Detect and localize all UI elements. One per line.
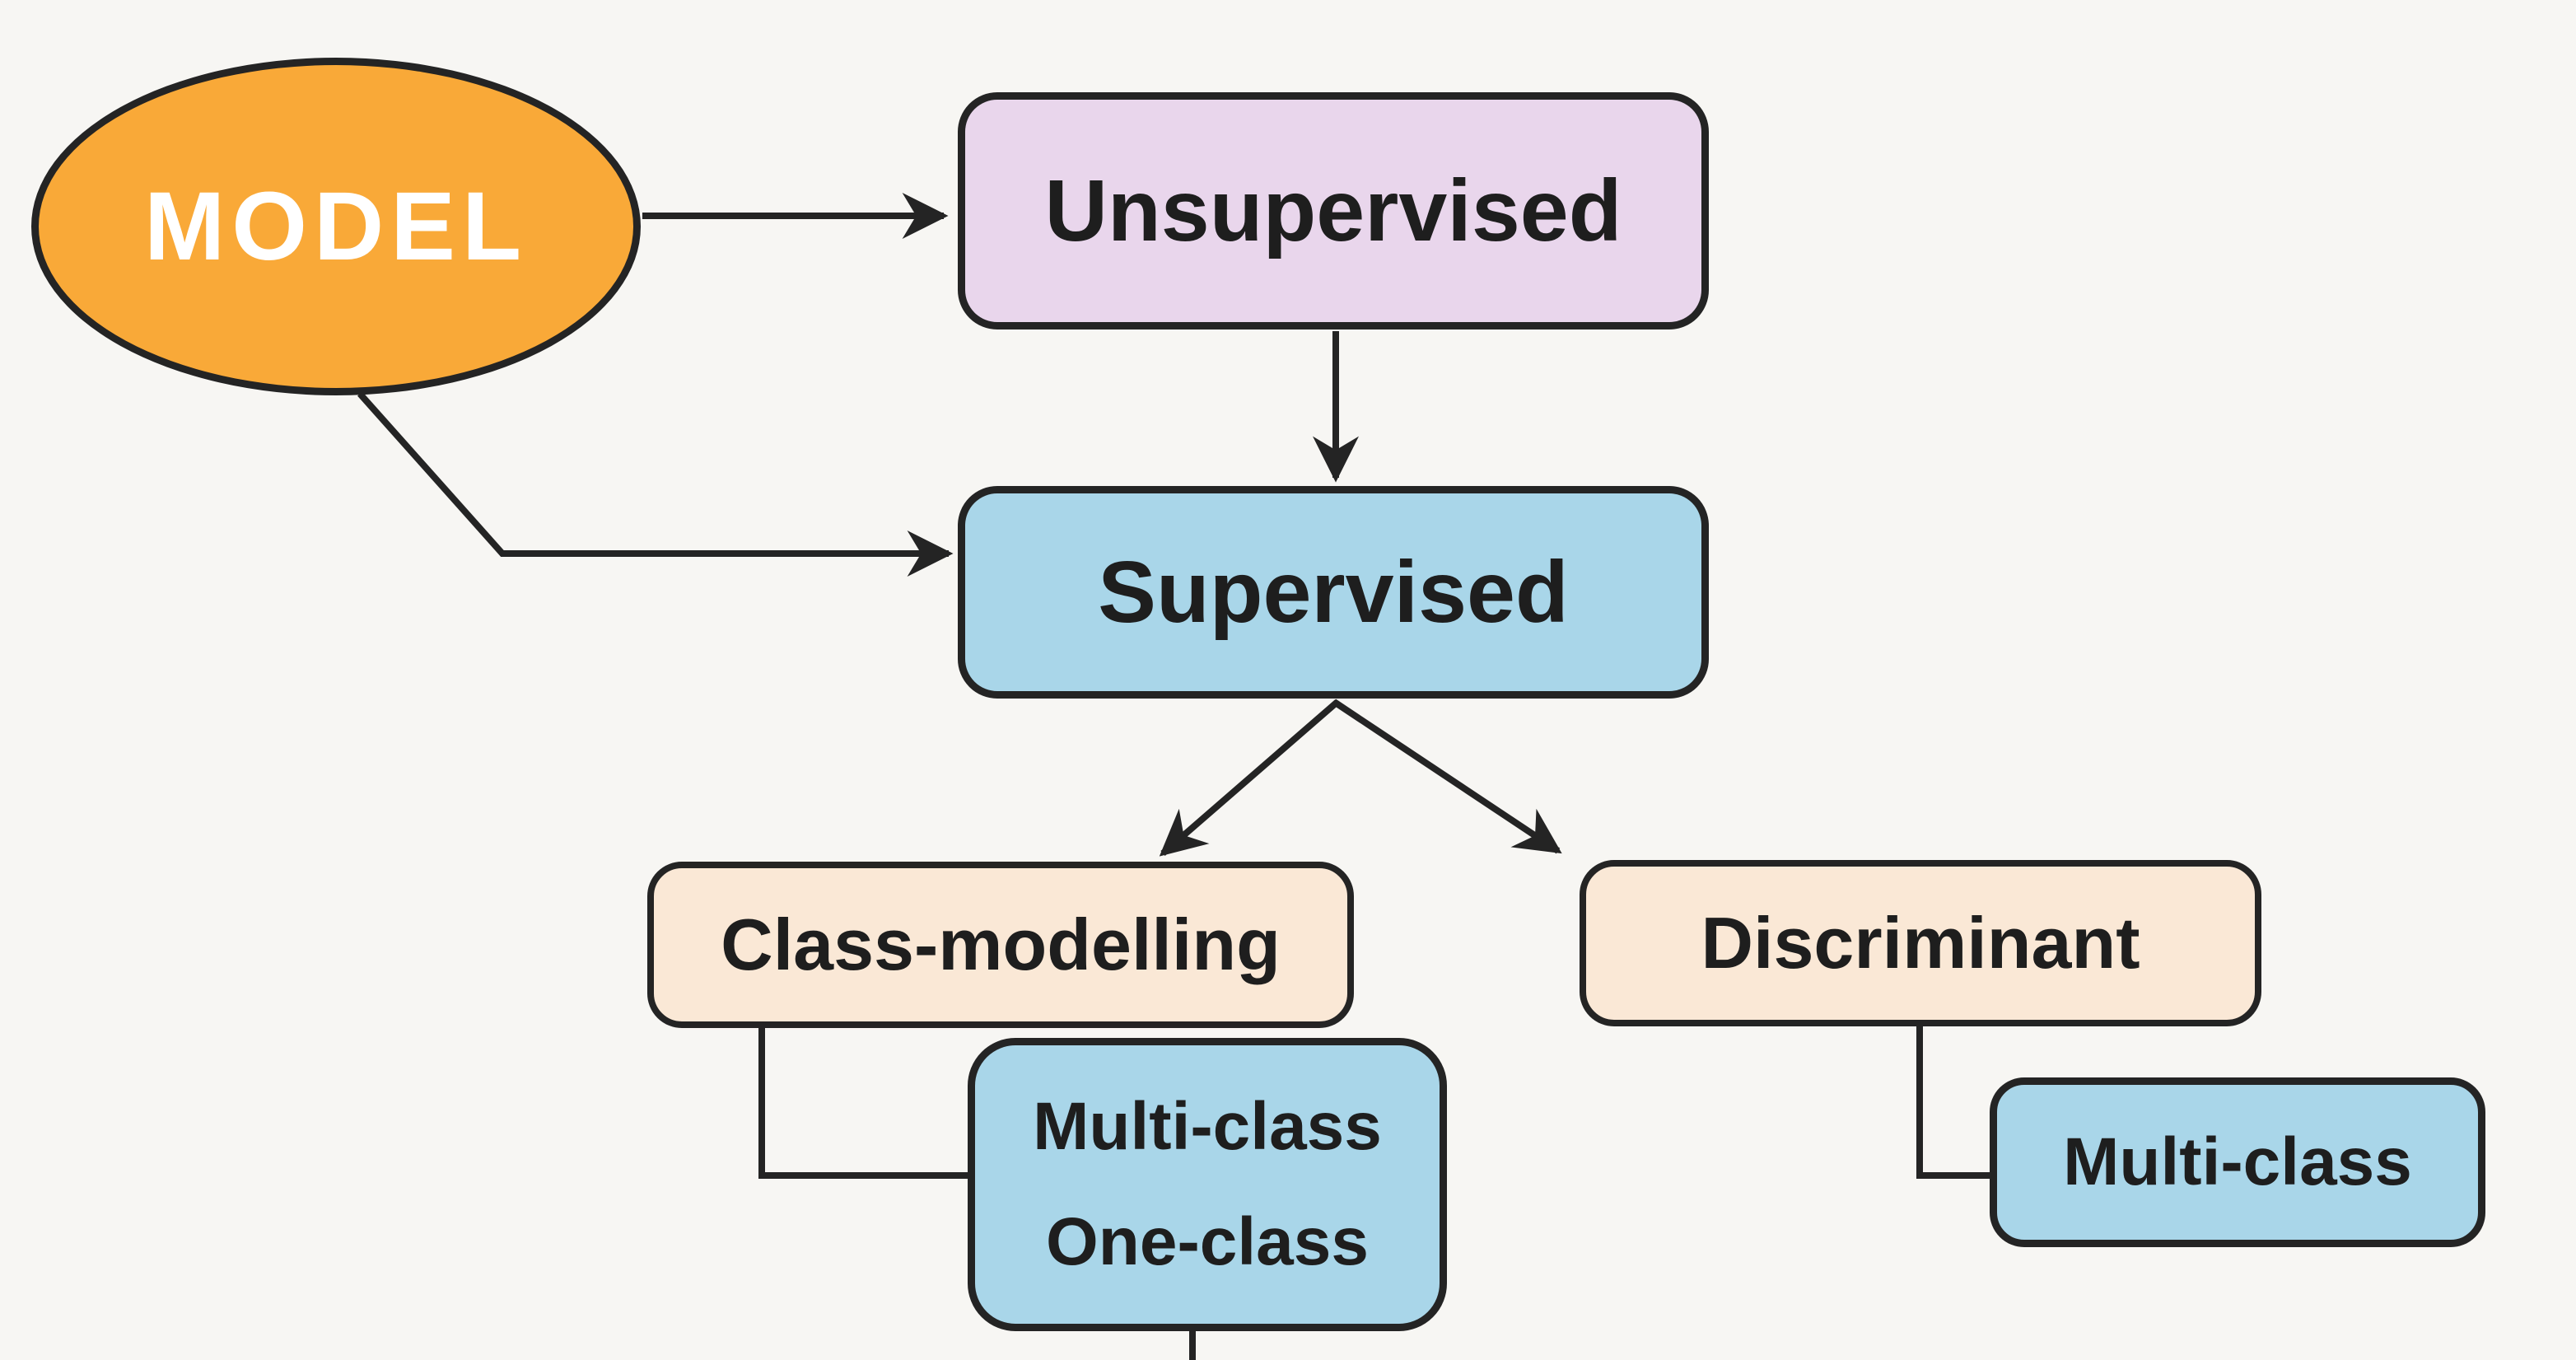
node-one-class-label: One-class: [1046, 1204, 1369, 1279]
node-supervised: Supervised: [958, 486, 1709, 699]
node-supervised-label: Supervised: [1098, 544, 1569, 641]
node-multi-class-label: Multi-class: [1033, 1089, 1382, 1164]
edge-discriminant-subtypes: [1916, 1023, 1993, 1179]
node-multi-class-right-label: Multi-class: [2063, 1124, 2412, 1199]
node-unsupervised: Unsupervised: [958, 92, 1709, 329]
edge-supervised-discriminant: [1332, 699, 1562, 854]
edge-supervised-class-modelling: [1159, 699, 1340, 857]
node-discriminant: Discriminant: [1580, 860, 2261, 1026]
node-model: MODEL: [31, 58, 641, 395]
node-class-modelling-label: Class-modelling: [721, 904, 1281, 985]
node-multi-class-one-class: Multi-class One-class: [968, 1038, 1447, 1331]
edge-model-supervised: [357, 391, 954, 577]
node-multi-class-right: Multi-class: [1990, 1077, 2485, 1247]
node-class-modelling: Class-modelling: [647, 862, 1354, 1028]
edge-class-modelling-subtypes: [758, 1025, 971, 1179]
node-model-label: MODEL: [143, 172, 529, 281]
node-unsupervised-label: Unsupervised: [1044, 162, 1622, 259]
node-discriminant-label: Discriminant: [1701, 902, 2140, 984]
